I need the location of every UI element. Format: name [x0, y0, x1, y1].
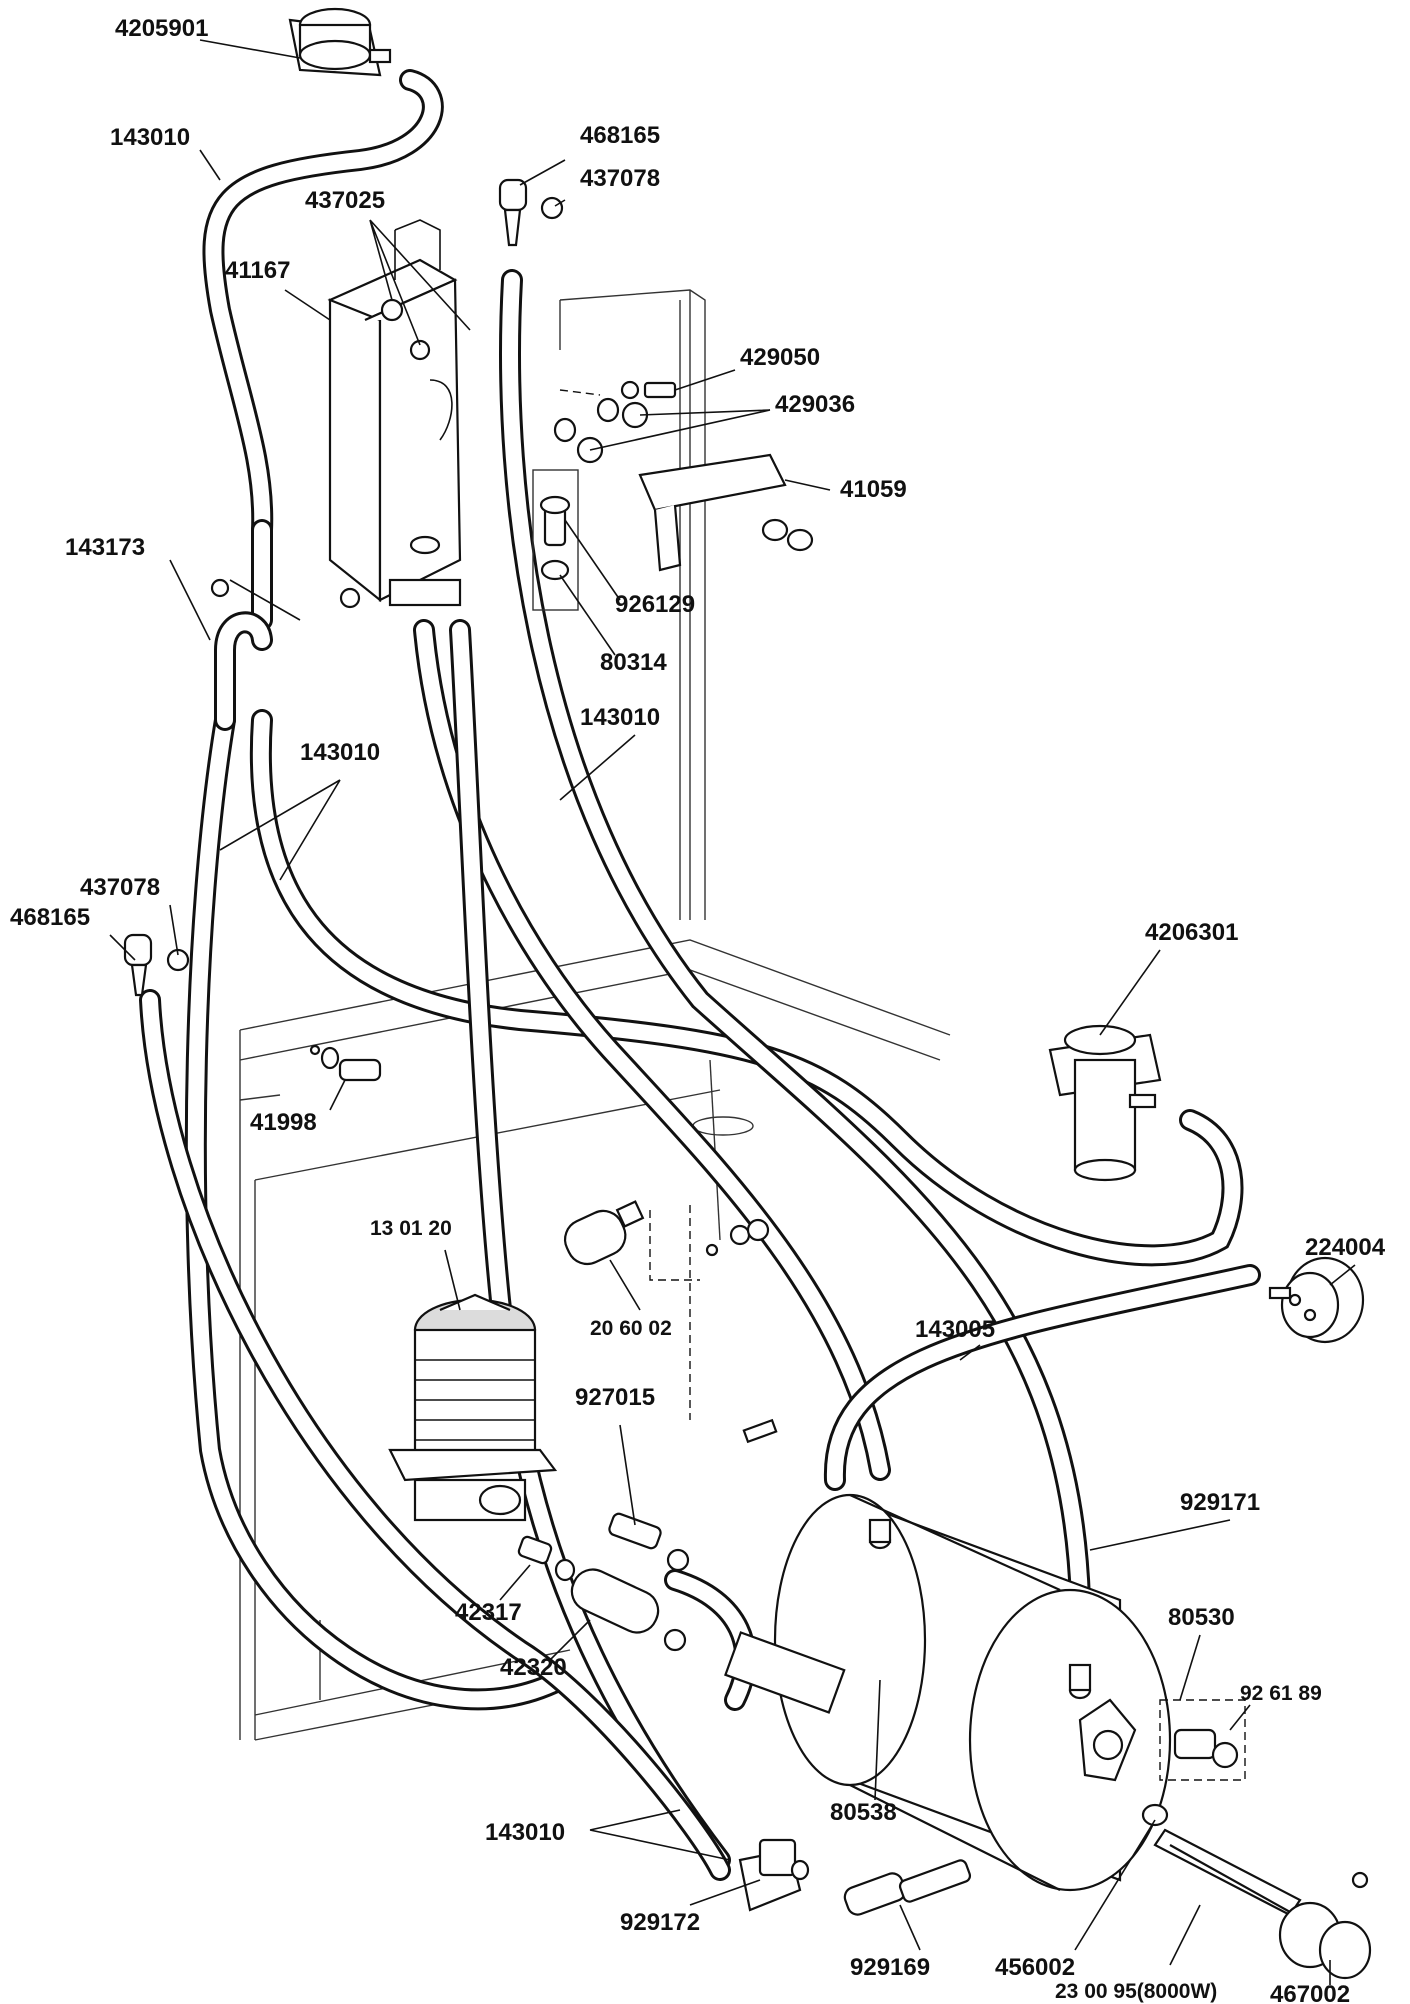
part-929172-shape	[738, 1838, 810, 1912]
part-4206301-shape	[1048, 1024, 1162, 1182]
label-437078-top: 437078	[580, 165, 660, 192]
label-80538: 80538	[830, 1799, 897, 1826]
part-468165-top-shape	[498, 178, 564, 247]
hoses	[139, 69, 1261, 1881]
label-437078-left: 437078	[80, 874, 160, 901]
label-42317: 42317	[455, 1599, 522, 1626]
label-467002: 467002	[1270, 1981, 1350, 2004]
part-labels: 4205901 143010 468165 437078 437025 4116…	[10, 15, 1386, 2004]
label-143173: 143173	[65, 534, 145, 561]
part-467002-shape	[1278, 1871, 1372, 1980]
part-206002-shape	[563, 1200, 778, 1444]
part-429-fittings-shape	[553, 380, 677, 464]
part-230095-shape	[1141, 1803, 1302, 1917]
part-80530-shape	[724, 1493, 1172, 1892]
label-143010-top: 143010	[110, 124, 190, 151]
label-429036: 429036	[775, 391, 855, 418]
label-143010-left: 143010	[300, 739, 380, 766]
label-437025: 437025	[305, 187, 385, 214]
part-224004-shape	[1268, 1256, 1365, 1344]
label-926129: 926129	[615, 591, 695, 618]
part-143173-shape	[210, 578, 361, 621]
label-4206301: 4206301	[1145, 919, 1238, 946]
label-143005: 143005	[915, 1316, 995, 1343]
label-130120: 13 01 20	[370, 1217, 452, 1240]
part-42320-shape	[570, 1568, 687, 1652]
part-926129-shape	[532, 469, 579, 611]
label-926189: 92 61 89	[1240, 1682, 1322, 1705]
label-224004: 224004	[1305, 1234, 1386, 1261]
label-42320: 42320	[500, 1654, 567, 1681]
label-80314: 80314	[600, 649, 667, 676]
label-429050: 429050	[740, 344, 820, 371]
part-41167-shape	[327, 219, 462, 607]
parts	[123, 7, 1372, 1980]
label-927015: 927015	[575, 1384, 655, 1411]
label-4205901: 4205901	[115, 15, 208, 42]
label-41167: 41167	[225, 257, 290, 284]
part-926189-shape	[1159, 1699, 1246, 1781]
part-130120-shape	[388, 1293, 558, 1522]
leader-lines	[109, 39, 1356, 1985]
label-929169: 929169	[850, 1954, 930, 1981]
label-143010-bottom: 143010	[485, 1819, 565, 1846]
part-41059-shape	[638, 453, 814, 572]
part-4205901-shape	[288, 7, 392, 77]
part-929169-shape	[843, 1859, 972, 1916]
label-230095: 23 00 95(8000W)	[1055, 1980, 1217, 2003]
label-456002: 456002	[995, 1954, 1075, 1981]
label-929172: 929172	[620, 1909, 700, 1936]
label-468165-left: 468165	[10, 904, 90, 931]
part-927015-shape	[517, 1512, 690, 1582]
part-41998-shape	[309, 1044, 382, 1082]
label-41059: 41059	[840, 476, 907, 503]
label-468165-top: 468165	[580, 122, 660, 149]
label-80530: 80530	[1168, 1604, 1235, 1631]
label-143010-mid: 143010	[580, 704, 660, 731]
label-206002: 20 60 02	[590, 1317, 672, 1340]
part-468165-left-shape	[123, 933, 190, 997]
label-41998: 41998	[250, 1109, 317, 1136]
label-929171: 929171	[1180, 1489, 1260, 1516]
